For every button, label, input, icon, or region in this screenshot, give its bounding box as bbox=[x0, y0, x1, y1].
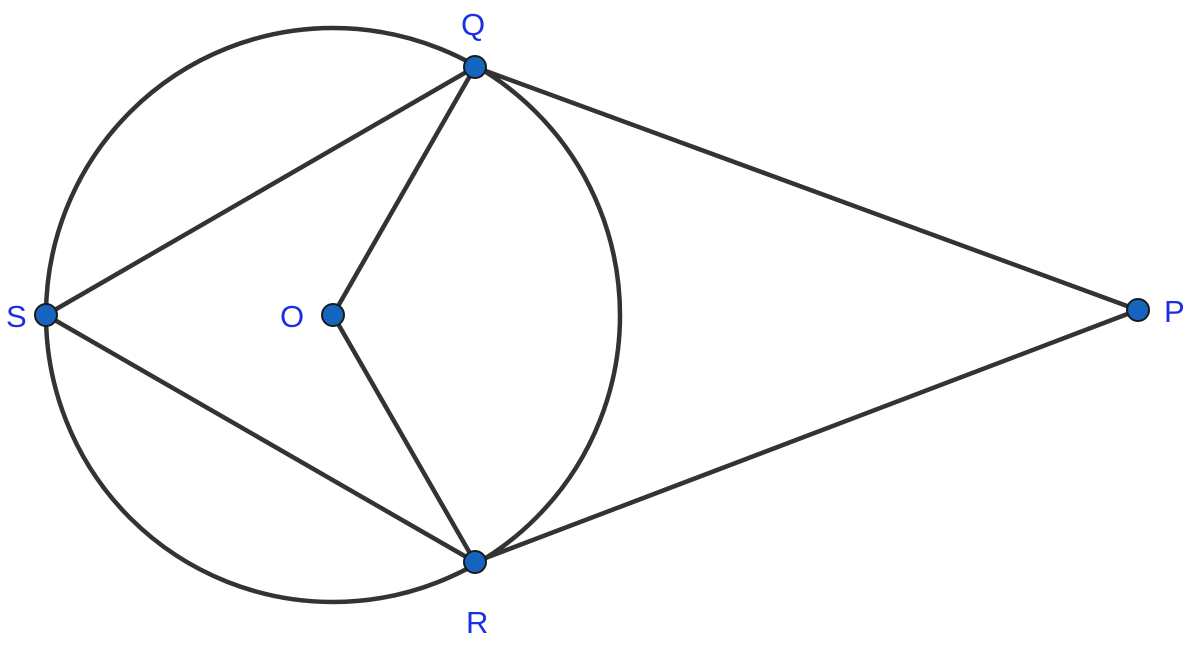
radius-OQ bbox=[330, 64, 478, 318]
segment-SR bbox=[43, 312, 478, 565]
label-O: O bbox=[280, 299, 304, 334]
point-O[interactable] bbox=[321, 303, 345, 327]
point-R[interactable] bbox=[463, 550, 487, 574]
label-P: P bbox=[1164, 294, 1185, 329]
label-R: R bbox=[466, 605, 488, 640]
segment-SQ bbox=[43, 64, 478, 318]
tangent-PR bbox=[472, 307, 1141, 565]
point-S[interactable] bbox=[34, 303, 58, 327]
point-Q[interactable] bbox=[463, 55, 487, 79]
label-S: S bbox=[6, 299, 27, 334]
point-P[interactable] bbox=[1126, 298, 1150, 322]
label-Q: Q bbox=[461, 7, 485, 42]
tangent-PQ bbox=[472, 64, 1141, 313]
radius-OR bbox=[330, 312, 478, 565]
